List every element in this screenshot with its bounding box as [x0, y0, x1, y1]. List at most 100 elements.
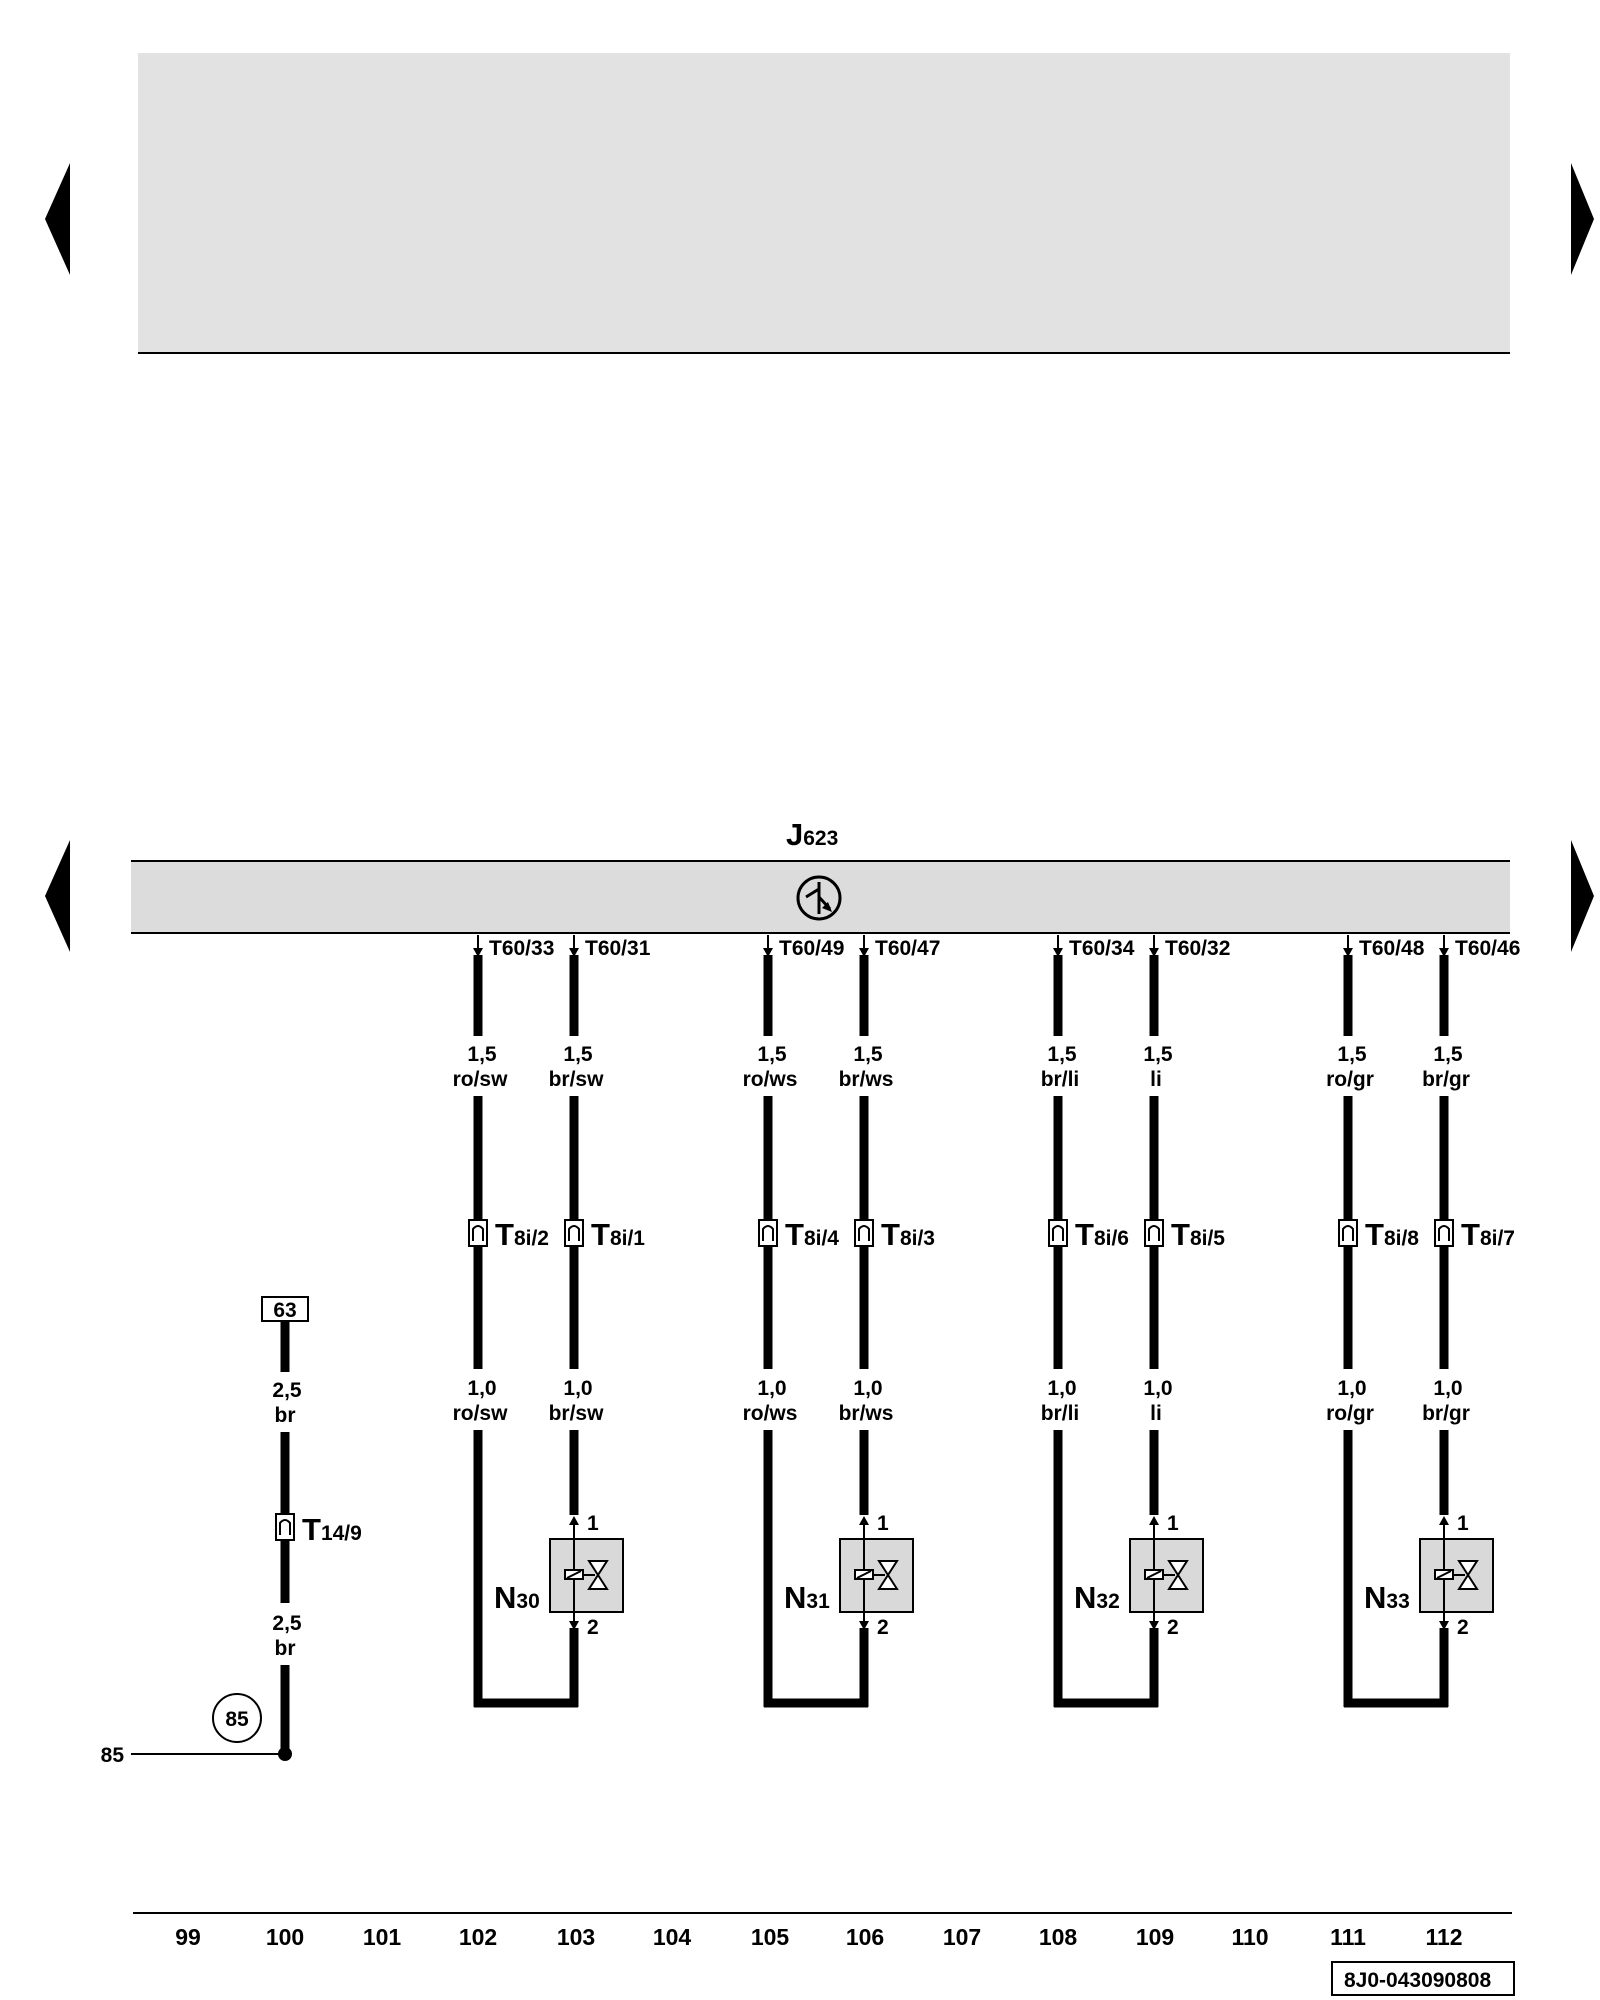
wire-upper-size-1: 1,5 — [563, 1043, 593, 1066]
wire-lower-size-5: 1,0 — [1143, 1377, 1172, 1400]
connector-0 — [468, 1219, 488, 1247]
wire-upper-color-5: li — [1150, 1068, 1162, 1091]
ground-point-label: 85 — [225, 1708, 249, 1731]
connector-2-pin — [762, 1225, 774, 1241]
wire-upper-color-0: ro/sw — [453, 1068, 509, 1091]
ground-connector-label: T14/9 — [302, 1512, 362, 1547]
track-number-101: 101 — [363, 1924, 402, 1950]
connector-4 — [1048, 1219, 1068, 1247]
track-number-99: 99 — [175, 1924, 201, 1950]
ground-wire-bottom-size: 2,5 — [272, 1612, 302, 1635]
wire-upper-color-6: ro/gr — [1326, 1068, 1374, 1091]
valve-icon-3 — [1457, 1560, 1479, 1590]
track-number-112: 112 — [1425, 1924, 1462, 1950]
valve-icon-0 — [587, 1560, 609, 1590]
valve-pin-bottom-arrow-2 — [1149, 1621, 1159, 1630]
ground-wire-top-size: 2,5 — [272, 1379, 302, 1402]
connector-label-6: T8i/8 — [1365, 1217, 1419, 1252]
connector-6-body — [1338, 1219, 1358, 1247]
ground-point-circle — [212, 1693, 262, 1743]
wire-upper-color-4: br/li — [1041, 1068, 1080, 1091]
connector-label-5: T8i/5 — [1171, 1217, 1225, 1252]
valve-pin-bottom-2: 2 — [1167, 1616, 1179, 1639]
wire-lower-color-6: ro/gr — [1326, 1402, 1374, 1425]
track-number-103: 103 — [557, 1924, 595, 1950]
wire-upper-color-7: br/gr — [1422, 1068, 1470, 1091]
pin-arrow-0 — [473, 948, 483, 957]
pin-label-5: T60/32 — [1165, 937, 1230, 960]
next-page-arrow-bottom[interactable] — [1571, 840, 1594, 952]
solenoid-coil-slash-3 — [1436, 1570, 1452, 1579]
pin-label-4: T60/34 — [1069, 937, 1135, 960]
connector-label-2: T8i/4 — [785, 1217, 839, 1252]
pin-arrow-5 — [1149, 948, 1159, 957]
pin-arrow-1 — [569, 948, 579, 957]
connector-5-body — [1144, 1219, 1164, 1247]
solenoid-coil-slash-2 — [1146, 1570, 1162, 1579]
wire-lower-color-5: li — [1150, 1402, 1162, 1425]
track-number-108: 108 — [1039, 1924, 1078, 1950]
valve-pin-top-2: 1 — [1167, 1512, 1179, 1535]
connector-label-7: T8i/7 — [1461, 1217, 1515, 1252]
track-number-107: 107 — [943, 1924, 981, 1950]
connector-3 — [854, 1219, 874, 1247]
wire-lower-color-4: br/li — [1041, 1402, 1080, 1425]
valve-pin-bottom-3: 2 — [1457, 1616, 1469, 1639]
wire-lower-color-2: ro/ws — [743, 1402, 798, 1425]
pin-arrow-2 — [763, 948, 773, 957]
connector-3-pin — [858, 1225, 870, 1241]
pin-label-7: T60/46 — [1455, 937, 1520, 960]
prev-page-arrow-top[interactable] — [45, 163, 70, 275]
track-number-111: 111 — [1330, 1924, 1366, 1950]
valve-pin-top-3: 1 — [1457, 1512, 1469, 1535]
connector-4-pin — [1052, 1225, 1064, 1241]
connector-7-pin — [1438, 1225, 1450, 1241]
valve-pin-bottom-arrow-0 — [569, 1621, 579, 1630]
track-number-105: 105 — [751, 1924, 790, 1950]
valve-pin-top-1: 1 — [877, 1512, 889, 1535]
ground-connector — [275, 1513, 295, 1541]
connector-3-body — [854, 1219, 874, 1247]
pin-label-1: T60/31 — [585, 937, 651, 960]
connector-5 — [1144, 1219, 1164, 1247]
connector-4-body — [1048, 1219, 1068, 1247]
connector-label-4: T8i/6 — [1075, 1217, 1129, 1252]
wire-upper-size-2: 1,5 — [757, 1043, 787, 1066]
wire-lower-size-6: 1,0 — [1337, 1377, 1366, 1400]
pin-arrow-4 — [1053, 948, 1063, 957]
valve-label-2: N32 — [1074, 1580, 1120, 1615]
connector-0-body — [468, 1219, 488, 1247]
track-number-106: 106 — [846, 1924, 884, 1950]
valve-label-0: N30 — [494, 1580, 540, 1615]
connector-7 — [1434, 1219, 1454, 1247]
solenoid-coil-slash-0 — [566, 1570, 582, 1579]
wire-lower-size-2: 1,0 — [757, 1377, 786, 1400]
valve-pin-bottom-0: 2 — [587, 1616, 599, 1639]
valve-label-1: N31 — [784, 1580, 830, 1615]
next-page-arrow-top[interactable] — [1571, 163, 1594, 275]
ground-connector-pin — [279, 1519, 291, 1535]
wire-lower-size-0: 1,0 — [467, 1377, 496, 1400]
ground-wire-bottom-color: br — [275, 1637, 296, 1660]
wire-lower-color-7: br/gr — [1422, 1402, 1470, 1425]
doc-number-box — [1331, 1961, 1515, 1996]
wire-lower-size-4: 1,0 — [1047, 1377, 1076, 1400]
connector-7-body — [1434, 1219, 1454, 1247]
track-number-100: 100 — [266, 1924, 304, 1950]
connector-label-3: T8i/3 — [881, 1217, 935, 1252]
pin-label-6: T60/48 — [1359, 937, 1425, 960]
valve-pin-bottom-arrow-1 — [859, 1621, 869, 1630]
wire-upper-color-1: br/sw — [549, 1068, 605, 1091]
wire-lower-size-1: 1,0 — [563, 1377, 592, 1400]
connector-label-0: T8i/2 — [495, 1217, 549, 1252]
connector-6-pin — [1342, 1225, 1354, 1241]
connector-6 — [1338, 1219, 1358, 1247]
solenoid-coil-slash-1 — [856, 1570, 872, 1579]
electronic-symbol-icon — [796, 875, 842, 921]
prev-page-arrow-bottom[interactable] — [45, 840, 70, 952]
wire-lower-size-3: 1,0 — [853, 1377, 882, 1400]
wire-upper-size-5: 1,5 — [1143, 1043, 1173, 1066]
pin-label-3: T60/47 — [875, 937, 940, 960]
track-number-110: 110 — [1231, 1924, 1268, 1950]
